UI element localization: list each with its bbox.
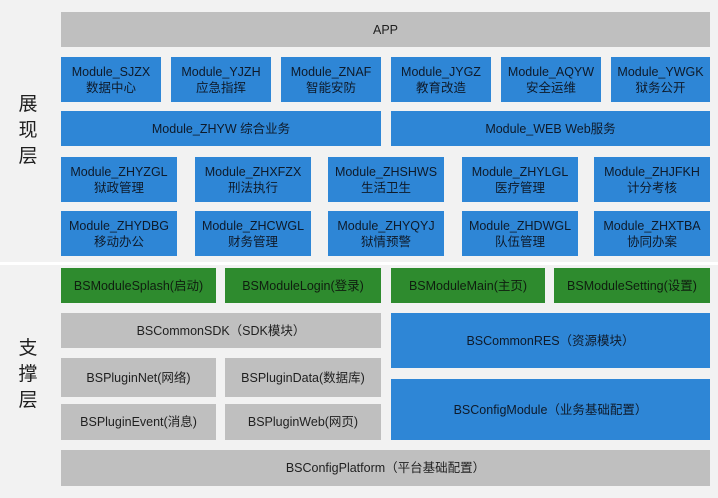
module-code: Module_YJZH <box>181 64 261 79</box>
module-name: 教育改造 <box>415 80 466 95</box>
module-code: Module_ZHYDBG <box>68 218 170 233</box>
module-name: 队伍管理 <box>494 234 545 249</box>
module-code: Module_YWGK <box>617 64 704 79</box>
module-name: 生活卫生 <box>360 180 411 195</box>
module-name: 移动办公 <box>93 234 144 249</box>
module-ywgk: Module_YWGK 狱务公开 <box>611 57 710 102</box>
bsmodule-main-label: BSModuleMain(主页) <box>408 278 528 293</box>
bsplugin-net-label: BSPluginNet(网络) <box>86 370 191 385</box>
app-label: APP <box>372 22 398 37</box>
app-bar: APP <box>61 12 710 47</box>
bsplugin-event-label: BSPluginEvent(消息) <box>80 415 197 429</box>
module-zhydbg: Module_ZHYDBG 移动办公 <box>61 211 177 256</box>
module-name: 狱政管理 <box>93 180 144 195</box>
module-zhcwgl: Module_ZHCWGL 财务管理 <box>195 211 311 256</box>
presentation-layer-label: 展 现 层 <box>14 86 42 176</box>
bscommon-res-label: BSCommonRES（资源模块） <box>466 333 635 348</box>
module-code: Module_ZHYZGL <box>70 164 168 179</box>
bsmodule-login-label: BSModuleLogin(登录) <box>242 278 364 293</box>
module-code: Module_SJZX <box>71 64 151 79</box>
bscommon-sdk-label: BSCommonSDK（SDK模块） <box>136 323 306 338</box>
module-code: Module_ZHYQYJ <box>337 218 435 233</box>
module-code: Module_ZHCWGL <box>201 218 305 233</box>
bsconfig-platform-label: BSConfigPlatform（平台基础配置） <box>285 461 486 475</box>
bsconfig-module: BSConfigModule（业务基础配置） <box>391 379 710 440</box>
module-web: Module_WEB Web服务 <box>391 111 710 146</box>
module-zhyzgl: Module_ZHYZGL 狱政管理 <box>61 157 177 202</box>
module-zhxfzx: Module_ZHXFZX 刑法执行 <box>195 157 311 202</box>
bsconfig-platform: BSConfigPlatform（平台基础配置） <box>61 450 710 486</box>
module-code: Module_JYGZ <box>401 64 481 79</box>
bsmodule-splash: BSModuleSplash(启动) <box>61 268 216 303</box>
bsplugin-data: BSPluginData(数据库) <box>225 358 381 397</box>
module-name: 计分考核 <box>626 180 677 195</box>
module-code: Module_ZHJFKH <box>604 164 700 179</box>
support-layer-label-char-2: 撑 <box>18 364 38 385</box>
module-name: 数据中心 <box>85 80 136 95</box>
module-znaf: Module_ZNAF 智能安防 <box>281 57 381 102</box>
module-code: Module_ZHDWGL <box>468 218 572 233</box>
bsmodule-splash-label: BSModuleSplash(启动) <box>73 278 204 293</box>
module-name: 医疗管理 <box>494 180 545 195</box>
bsplugin-data-label: BSPluginData(数据库) <box>241 370 365 385</box>
module-jygz: Module_JYGZ 教育改造 <box>391 57 491 102</box>
module-code: Module_ZHSHWS <box>334 164 438 179</box>
presentation-layer-label-char-1: 展 <box>18 94 38 115</box>
bsmodule-setting-label: BSModuleSetting(设置) <box>567 278 697 293</box>
support-layer-label-char-3: 层 <box>18 390 38 411</box>
module-aqyw: Module_AQYW 安全运维 <box>501 57 601 102</box>
module-code: Module_ZHXFZX <box>204 164 302 179</box>
support-layer-label: 支 撑 层 <box>14 330 42 420</box>
module-code: Module_ZNAF <box>290 64 372 79</box>
module-name: 狱情预警 <box>360 234 411 249</box>
module-code: Module_ZHXTBA <box>603 218 701 233</box>
bsmodule-main: BSModuleMain(主页) <box>391 268 545 303</box>
bsconfig-module-label: BSConfigModule（业务基础配置） <box>453 402 648 417</box>
bsplugin-web-label: BSPluginWeb(网页) <box>247 415 359 429</box>
bsplugin-web: BSPluginWeb(网页) <box>225 404 381 440</box>
module-zhxtba: Module_ZHXTBA 协同办案 <box>594 211 710 256</box>
module-zhdwgl: Module_ZHDWGL 队伍管理 <box>462 211 578 256</box>
module-zhyqyj: Module_ZHYQYJ 狱情预警 <box>328 211 444 256</box>
module-name: 智能安防 <box>305 80 356 95</box>
module-name: 应急指挥 <box>195 80 246 95</box>
module-code: Module_ZHYLGL <box>471 164 569 179</box>
module-yjzh: Module_YJZH 应急指挥 <box>171 57 271 102</box>
bsmodule-setting: BSModuleSetting(设置) <box>554 268 710 303</box>
bsmodule-login: BSModuleLogin(登录) <box>225 268 381 303</box>
bscommon-sdk: BSCommonSDK（SDK模块） <box>61 313 381 348</box>
presentation-layer-label-char-2: 现 <box>18 120 38 141</box>
module-web-label: Module_WEB Web服务 <box>485 121 616 136</box>
module-zhyw: Module_ZHYW 综合业务 <box>61 111 381 146</box>
bscommon-res: BSCommonRES（资源模块） <box>391 313 710 368</box>
module-zhjfkh: Module_ZHJFKH 计分考核 <box>594 157 710 202</box>
module-zhshws: Module_ZHSHWS 生活卫生 <box>328 157 444 202</box>
presentation-layer-label-char-3: 层 <box>18 146 38 167</box>
bsplugin-event: BSPluginEvent(消息) <box>61 404 216 440</box>
module-name: 财务管理 <box>227 234 278 249</box>
bsplugin-net: BSPluginNet(网络) <box>61 358 216 397</box>
module-name: 协同办案 <box>626 234 677 249</box>
module-code: Module_AQYW <box>507 64 595 79</box>
module-name: 安全运维 <box>525 80 576 95</box>
module-name: 狱务公开 <box>635 80 686 95</box>
module-zhylgl: Module_ZHYLGL 医疗管理 <box>462 157 578 202</box>
module-zhyw-label: Module_ZHYW 综合业务 <box>151 121 291 136</box>
support-layer-label-char-1: 支 <box>18 338 38 359</box>
module-sjzx: Module_SJZX 数据中心 <box>61 57 161 102</box>
module-name: 刑法执行 <box>227 180 278 195</box>
